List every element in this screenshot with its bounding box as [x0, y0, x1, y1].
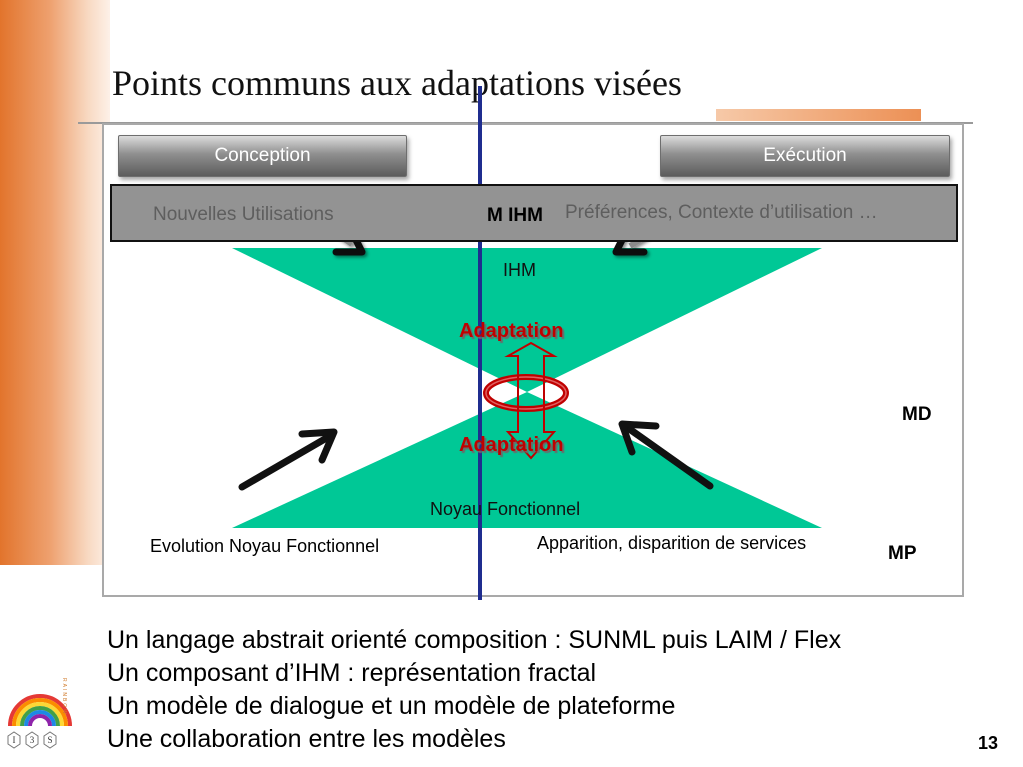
m-ihm-label: M IHM: [487, 205, 543, 226]
slide-title: Points communs aux adaptations visées: [112, 63, 682, 103]
bullet-list: Un langage abstrait orienté composition …: [107, 624, 841, 756]
adaptation-label-top: Adaptation: [459, 320, 564, 342]
bullet-item: Un langage abstrait orienté composition …: [107, 626, 842, 654]
execution-button[interactable]: Exécution: [660, 135, 950, 177]
bullet-item: Un composant d’IHM : représentation frac…: [107, 659, 597, 687]
logo-letter: I: [13, 735, 16, 745]
evolution-label: Evolution Noyau Fonctionnel: [150, 536, 380, 556]
mp-label: MP: [888, 543, 917, 564]
services-label: Apparition, disparition de services: [537, 533, 807, 553]
rainbow-logo: I 3 S RAINBOW: [7, 678, 72, 749]
m-ihm-bar: [110, 184, 958, 242]
logo-letter: S: [47, 735, 52, 745]
logo-letter: 3: [30, 735, 35, 745]
evolution-arrow: [238, 428, 338, 491]
page-number: 13: [978, 733, 999, 753]
core-label: Noyau Fonctionnel: [430, 499, 581, 519]
services-arrow: [618, 420, 714, 490]
logo-vertical-text: RAINBOW: [61, 678, 67, 716]
bar-right-text: Préférences, Contexte d’utilisation …: [565, 202, 878, 223]
bar-left-text: Nouvelles Utilisations: [153, 204, 334, 225]
bullet-item: Une collaboration entre les modèles: [107, 725, 506, 753]
lower-triangle: [232, 392, 822, 528]
bullet-item: Un modèle de dialogue et un modèle de pl…: [107, 692, 676, 720]
left-decor-band: [0, 0, 110, 565]
title-accent-bar: [716, 109, 921, 121]
md-label: MD: [902, 404, 932, 425]
adaptation-label-bottom: Adaptation: [459, 434, 564, 456]
adaptation-symbol: [483, 341, 569, 460]
ihm-label: IHM: [503, 260, 536, 280]
upper-triangle: [232, 248, 822, 392]
conception-button[interactable]: Conception: [118, 135, 407, 177]
